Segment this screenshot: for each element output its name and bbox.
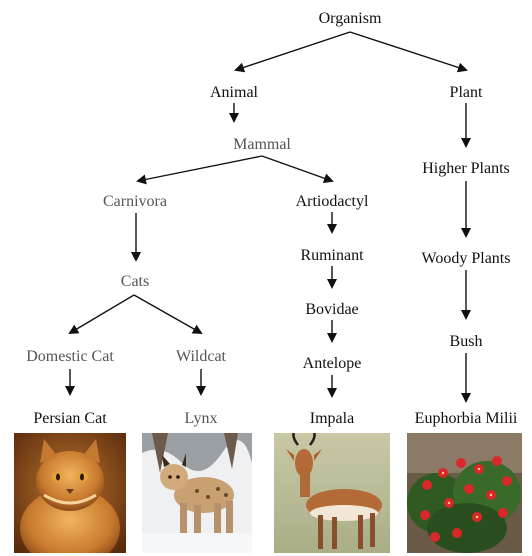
node-organism: Organism xyxy=(319,10,382,27)
node-wildcat: Wildcat xyxy=(176,348,227,365)
edge-organism-animal xyxy=(234,31,351,73)
node-antelope: Antelope xyxy=(303,355,362,372)
node-higher-plants: Higher Plants xyxy=(422,160,510,177)
node-ruminant: Ruminant xyxy=(300,247,364,264)
node-domestic-cat: Domestic Cat xyxy=(26,348,114,365)
node-plant: Plant xyxy=(450,84,483,101)
edge-organism-plant xyxy=(349,31,468,73)
persian-cat-photo xyxy=(14,433,126,553)
node-impala: Impala xyxy=(310,410,354,427)
edge-mammal-carnivora xyxy=(136,155,263,185)
node-euphorbia-milii: Euphorbia Milii xyxy=(415,410,518,427)
node-cats: Cats xyxy=(121,273,149,290)
node-carnivora: Carnivora xyxy=(103,193,167,210)
euphorbia-milii-photo xyxy=(407,433,522,553)
node-animal: Animal xyxy=(210,84,259,101)
impala-photo xyxy=(274,433,390,553)
node-bovidae: Bovidae xyxy=(305,301,358,318)
edge-mammal-artiodactyl xyxy=(261,155,334,184)
node-bush: Bush xyxy=(450,333,483,350)
node-artiodactyl: Artiodactyl xyxy=(296,193,369,210)
edge-cats-wildcat xyxy=(133,294,203,334)
node-woody-plants: Woody Plants xyxy=(422,250,511,267)
lynx-photo xyxy=(142,433,252,553)
node-mammal: Mammal xyxy=(233,136,291,153)
edges xyxy=(65,31,471,403)
nodes: Organism Animal Plant Mammal Higher Plan… xyxy=(26,10,518,427)
node-lynx: Lynx xyxy=(185,410,218,427)
edge-cats-domestic xyxy=(68,294,135,335)
node-persian-cat: Persian Cat xyxy=(33,410,107,427)
